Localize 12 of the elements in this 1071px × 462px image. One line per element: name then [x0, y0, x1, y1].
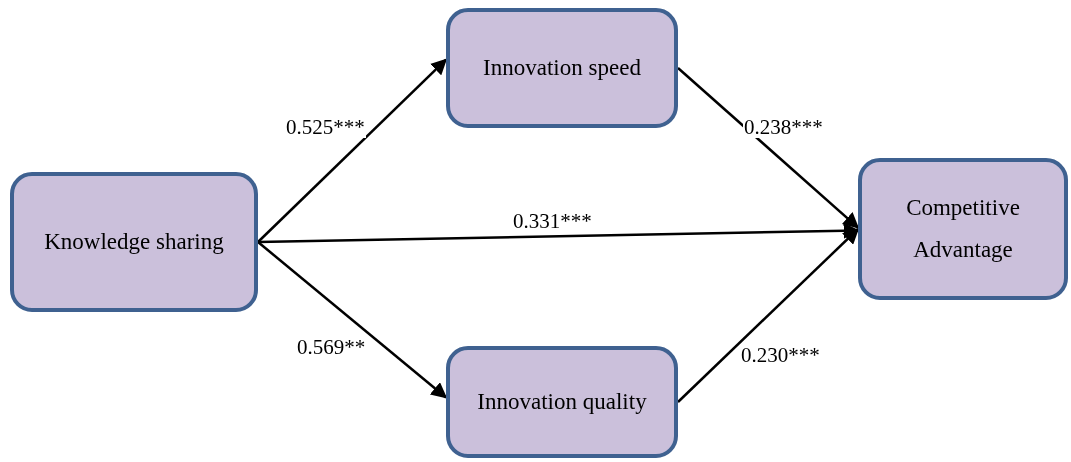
box-label: Competitive Advantage	[905, 194, 1021, 264]
variable-box	[446, 346, 678, 458]
box-label: Knowledge sharing	[44, 228, 224, 256]
box-label: Innovation speed	[483, 54, 641, 82]
arrow	[677, 227, 860, 403]
box-label: Innovation quality	[477, 388, 647, 416]
arrow	[257, 58, 448, 243]
arrow	[257, 241, 448, 399]
variable-box	[446, 8, 678, 128]
arrow	[677, 67, 860, 229]
variable-box	[10, 172, 258, 312]
variable-box	[858, 158, 1068, 300]
